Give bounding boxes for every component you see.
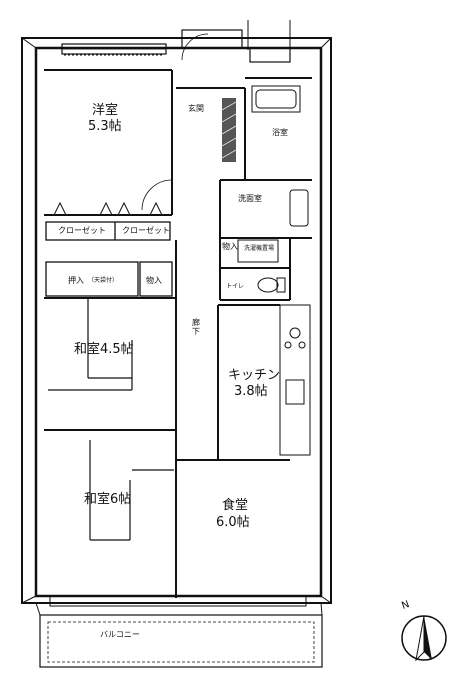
- monoire-wash-label: 物入: [222, 242, 238, 251]
- toilet-fixture: [257, 277, 286, 293]
- dining-name: 食堂: [222, 498, 249, 513]
- toilet-label: トイレ: [226, 283, 245, 290]
- closet-doors: [53, 201, 163, 216]
- monoire-hall-label: 物入: [146, 276, 162, 285]
- kitchen-counter: [279, 304, 311, 456]
- hallway-label: 廊下: [192, 318, 200, 337]
- entrance-door: [181, 20, 291, 63]
- closet-right-label: クローゼット: [122, 226, 170, 235]
- bath-label: 浴室: [272, 128, 288, 137]
- western-room-size: 5.3帖: [88, 119, 122, 134]
- tatami-lines: [48, 298, 174, 541]
- washroom-label: 洗面室: [238, 194, 262, 203]
- washer-space-label: 洗濯機置場: [244, 245, 275, 252]
- interior-walls: [44, 69, 312, 598]
- top-window: [61, 43, 167, 56]
- compass-icon: [401, 615, 447, 662]
- entrance-label: 玄関: [188, 104, 204, 113]
- kitchen-size: 3.8帖: [234, 384, 268, 399]
- oshiire-note: （天袋付）: [88, 277, 119, 284]
- door-swing-western: [141, 179, 173, 211]
- oshiire-label: 押入: [68, 276, 84, 285]
- balcony: [35, 602, 323, 668]
- washroom-fixtures: [237, 189, 309, 263]
- bathtub: [251, 85, 301, 113]
- western-room-name: 洋室: [92, 103, 119, 118]
- japanese-6-label: 和室6帖: [84, 492, 132, 507]
- closet-left-label: クローゼット: [58, 226, 106, 235]
- kitchen-name: キッチン: [228, 368, 281, 383]
- bottom-window: [49, 595, 307, 607]
- shoe-cabinet: [221, 98, 237, 162]
- japanese-45-label: 和室4.5帖: [74, 342, 134, 357]
- dining-size: 6.0帖: [216, 515, 250, 530]
- balcony-label: バルコニー: [100, 630, 140, 639]
